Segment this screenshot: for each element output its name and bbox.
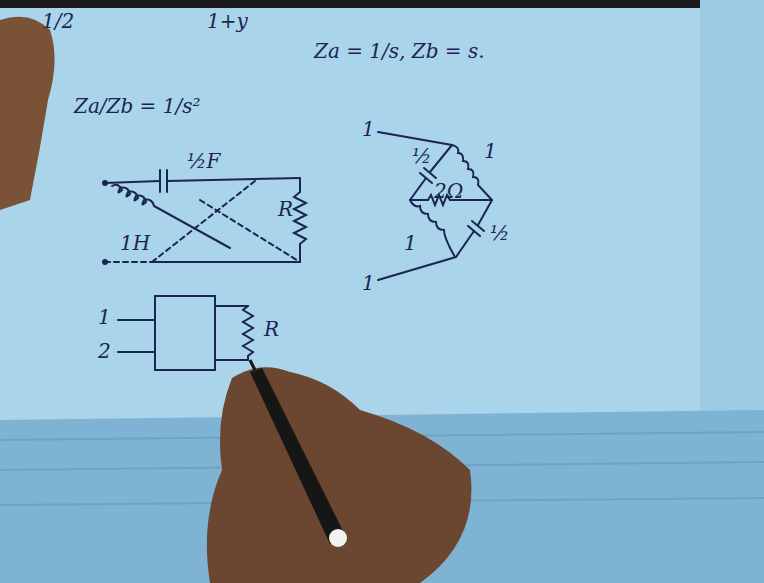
handwritten-label: R <box>276 198 295 220</box>
top-edge <box>0 0 764 8</box>
handwritten-label: 2 <box>96 340 113 362</box>
wire <box>299 178 301 192</box>
inductor-symbol <box>410 200 455 257</box>
pen <box>250 368 345 544</box>
wire <box>456 231 474 257</box>
pen-cap <box>329 529 347 547</box>
handwritten-label: ½ <box>410 145 433 167</box>
wire <box>167 178 300 181</box>
handwritten-label: 1 <box>482 140 499 162</box>
handwritten-label: 1 <box>402 232 419 254</box>
two-port-box <box>155 296 215 370</box>
capacitor-symbol <box>159 170 161 192</box>
wire <box>410 178 426 200</box>
handwritten-label: 1 <box>96 306 113 328</box>
wire <box>410 199 428 201</box>
capacitor-symbol <box>424 168 436 178</box>
wire <box>430 145 452 172</box>
handwritten-label: 1+y <box>205 10 250 32</box>
wire <box>118 319 155 321</box>
handwritten-label: 1/2 <box>40 10 76 32</box>
wire <box>150 261 300 263</box>
hand <box>207 367 472 583</box>
ink <box>103 132 492 370</box>
wire <box>378 257 456 280</box>
pen-tip <box>250 360 255 370</box>
dashed-wire <box>105 261 150 263</box>
handwritten-label: Za/Zb = 1/s² <box>72 95 202 117</box>
wire <box>215 305 248 307</box>
hand <box>0 17 55 210</box>
handwritten-label: 1 <box>360 118 377 140</box>
wire <box>118 351 155 353</box>
handwritten-label: ½F <box>185 150 222 172</box>
terminal <box>103 260 107 264</box>
wire <box>215 359 248 361</box>
resistor-symbol <box>294 192 306 262</box>
handwritten-label: 2Ω <box>432 180 465 202</box>
handwritten-label: Za = 1/s, Zb = s. <box>312 40 487 62</box>
handwritten-label: 1H <box>118 232 152 254</box>
wire <box>478 200 492 225</box>
terminal <box>103 181 107 185</box>
resistor-symbol <box>243 306 253 360</box>
wire <box>105 181 160 183</box>
dashed-wire <box>152 181 255 262</box>
handwritten-label: R <box>262 318 281 340</box>
wire <box>378 132 452 145</box>
handwritten-label: 1 <box>360 272 377 294</box>
capacitor-symbol <box>472 221 484 231</box>
handwritten-label: ½ <box>488 222 511 244</box>
